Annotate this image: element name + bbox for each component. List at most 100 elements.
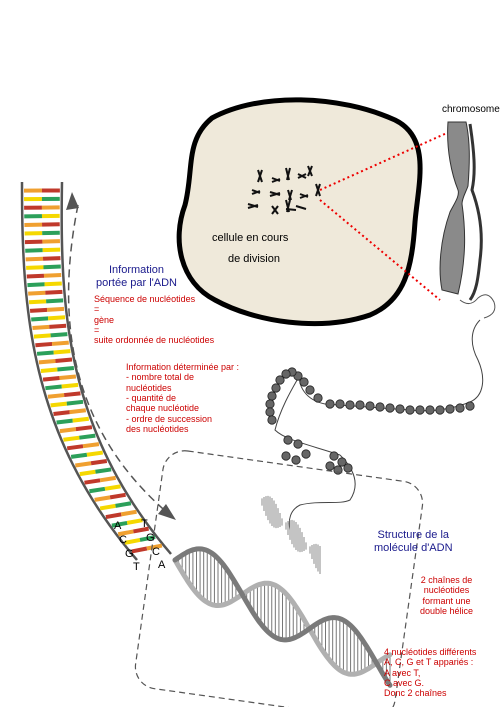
ladder-rung-left [53, 410, 70, 416]
chromatin-bead [445, 404, 455, 414]
chromatin-bead [305, 385, 315, 395]
ladder-rung-left [25, 256, 44, 262]
chromatin-bead [271, 383, 281, 393]
chromatin-bead [267, 415, 277, 425]
ladder-rung-left [63, 435, 80, 442]
chromatin-bead [313, 393, 323, 403]
ladder-rung-right [99, 475, 117, 483]
ladder-rung-left [26, 273, 45, 279]
base-letter-5: G [125, 548, 134, 560]
chromatin-bead [281, 451, 291, 461]
ladder-rung-left [38, 358, 56, 365]
connector-line-bottom [319, 199, 441, 301]
two-chains-text: 2 chaînes de nucléotides formant une dou… [420, 575, 474, 617]
ladder-rung-right [43, 273, 62, 278]
ladder-rung-left [40, 367, 58, 373]
ladder-rung-right [49, 323, 67, 329]
cell [176, 97, 423, 326]
ladder-rung-left [29, 307, 48, 313]
ladder-rung-left [56, 418, 73, 425]
ladder-rung-left [28, 299, 47, 305]
ladder-rung-left [99, 503, 116, 511]
ladder-rung-left [25, 248, 43, 253]
base-letter-4: G [146, 532, 155, 544]
ladder-rung-left [59, 427, 77, 434]
ladder-rung-right [44, 281, 62, 287]
chromatin-beads [265, 367, 475, 475]
ladder-rung-right [126, 518, 143, 525]
ladder-rung-left [79, 469, 96, 477]
chromatin-bead [455, 403, 465, 413]
ladder-rung-left [124, 537, 141, 545]
ladder-rung-right [55, 357, 73, 363]
ladder-rung-left [94, 495, 111, 502]
ladder-rung-left [28, 290, 46, 296]
ladder-rung-right [51, 340, 69, 346]
ladder-rung-left [117, 529, 134, 537]
chromatin-bead [425, 405, 435, 415]
base-letter-2: T [141, 518, 148, 530]
chromosome-label: chromosome [442, 104, 500, 115]
ladder-rung-left [50, 401, 68, 408]
ladder-rung-right [79, 433, 96, 440]
chromatin-bead [337, 457, 347, 467]
arrow-head-bottom [158, 504, 176, 520]
base-letter-1: A [114, 520, 122, 532]
ladder-rung-right [50, 332, 68, 338]
ladder-rung-left [47, 393, 65, 399]
dna-structure-box [134, 450, 424, 707]
ladder-rung-right [146, 543, 163, 551]
ladder-rung-right [86, 450, 104, 457]
chromatin-bead [267, 391, 277, 401]
chromatin-bead [265, 399, 275, 409]
chromatin-bead [465, 401, 475, 411]
ladder-rung-left [75, 461, 92, 468]
chromatin-bead [375, 402, 385, 412]
helix-strand [172, 546, 393, 688]
chromatin-bead [325, 399, 335, 409]
chromatin-bead [345, 400, 355, 410]
chromatin-coil [274, 319, 484, 531]
base-letter-3: C [119, 534, 127, 546]
ladder-rung-left [105, 512, 122, 520]
structure-title: Structure de la molécule d'ADN [374, 529, 453, 554]
chromatin-bead [299, 377, 309, 387]
ladder-rung-right [66, 399, 84, 406]
chromatin-bead [355, 400, 365, 410]
chromatin-bead [275, 375, 285, 385]
ladder-rung-right [46, 306, 65, 312]
chromatin-bead [395, 404, 405, 414]
chromatin-bead [293, 439, 303, 449]
ladder-rung-left [66, 444, 84, 451]
ladder-strand-left [20, 181, 138, 561]
ladder-rung-right [42, 247, 61, 253]
ladder-rung-left [26, 265, 44, 270]
info-title: Information portée par l'ADN [96, 264, 177, 289]
cell-label: cellule en cours de division [212, 232, 289, 265]
chromatin-bead [325, 461, 335, 471]
chromatin-bead [265, 407, 275, 417]
ladder-rung-left [70, 452, 88, 459]
ladder-rung-left [31, 316, 49, 322]
chromosome [439, 121, 496, 319]
ladder-rung-left [36, 350, 54, 356]
ladder-rung-left [32, 324, 50, 331]
ladder-rung-right [115, 501, 132, 508]
ladder-rung-right [63, 391, 81, 398]
chromatin-bead [343, 463, 353, 473]
ladder-rung-left [131, 546, 148, 554]
ladder-rung-left [42, 376, 60, 382]
ladder-rung-right [47, 315, 66, 321]
dashed-arrow [67, 204, 171, 516]
four-nucleotides-text: 4 nucléotides différents A, C, G et T ap… [384, 647, 477, 699]
ladder-rung-right [42, 256, 61, 261]
ladder-rung-left [27, 282, 45, 288]
ladder-rung-right [95, 467, 112, 474]
ladder-strand-right [60, 181, 172, 555]
base-letter-6: C [152, 546, 160, 558]
ladder-rung-right [45, 289, 63, 295]
chromatin-bead [283, 435, 293, 445]
ladder-rung-left [35, 341, 53, 348]
ladder-rung-left [33, 333, 51, 339]
